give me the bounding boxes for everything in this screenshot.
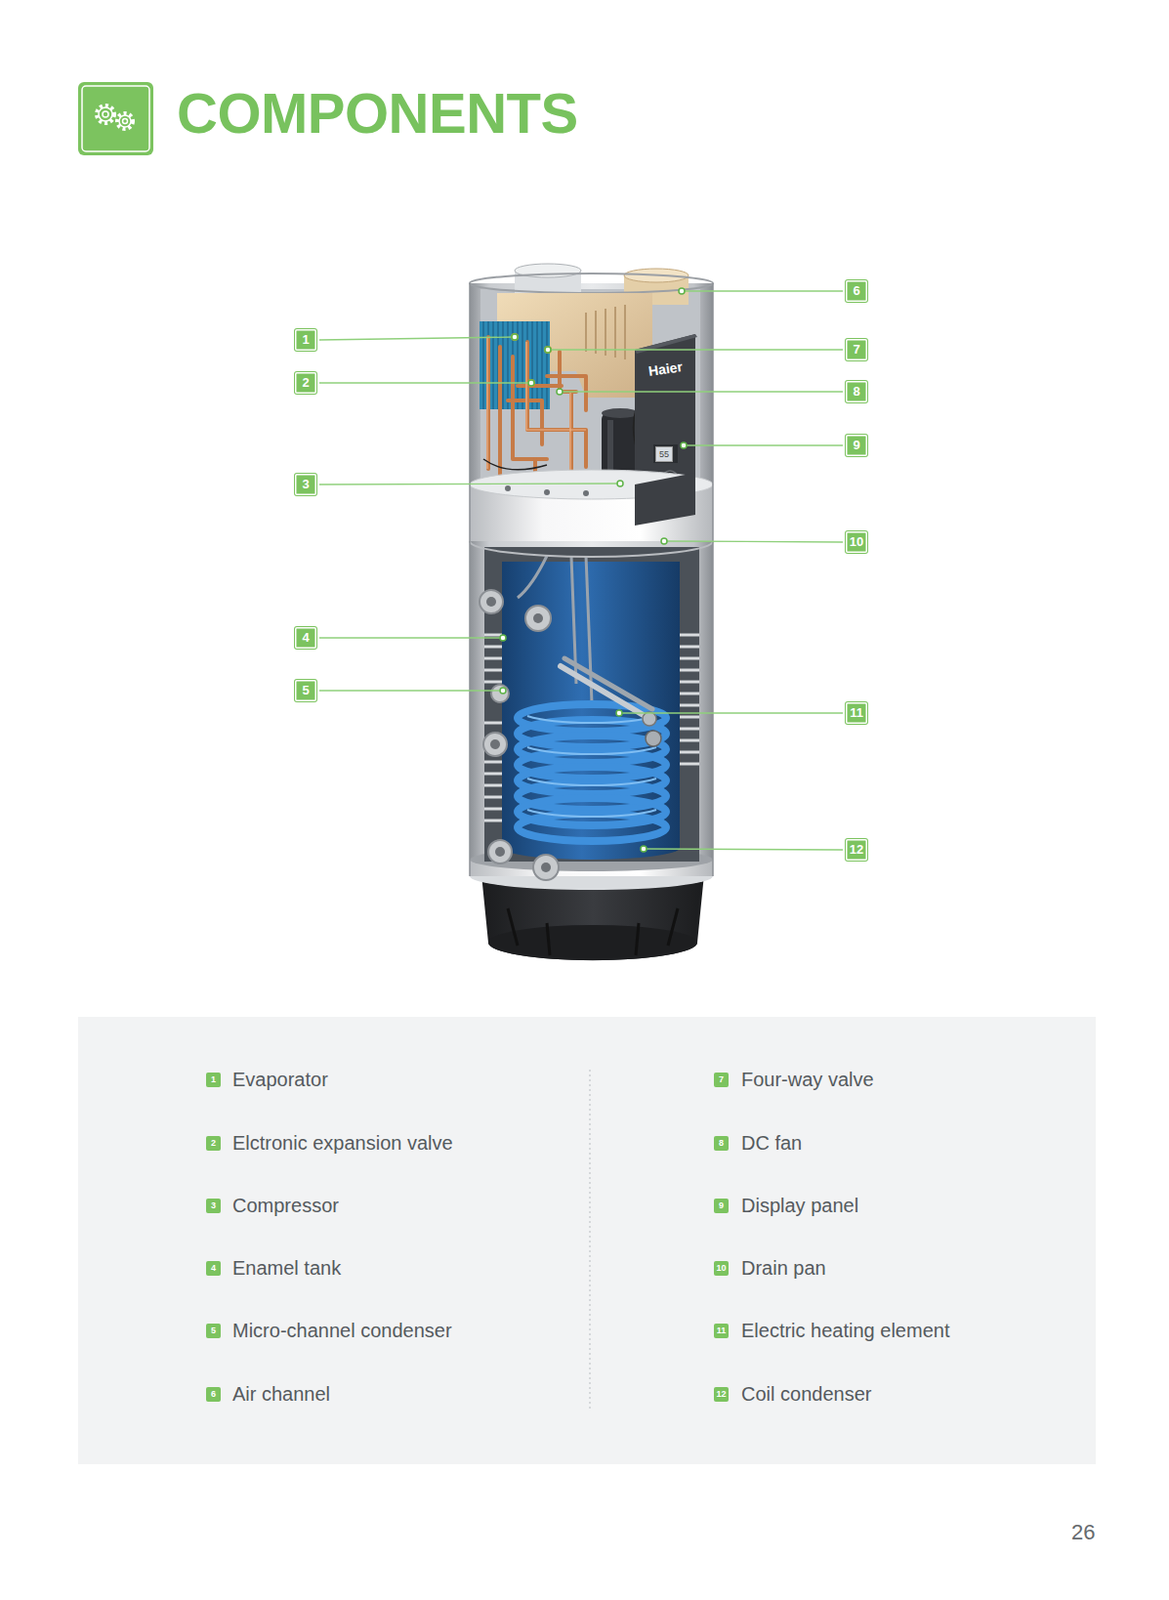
divider <box>589 1069 591 1411</box>
display-readout: 55 <box>655 446 673 462</box>
callout-number: 9 <box>845 434 868 457</box>
legend-panel <box>78 1016 1096 1464</box>
legend-number: 10 <box>713 1260 729 1276</box>
page-title: COMPONENTS <box>176 84 579 142</box>
leader-lines <box>319 291 843 850</box>
part-name: DC fan <box>741 1130 802 1155</box>
leader-dots <box>500 288 687 852</box>
part-name: Display panel <box>741 1193 859 1217</box>
part-name: Electric heating element <box>741 1318 950 1342</box>
callout-number: 3 <box>294 473 317 496</box>
legend-number: 11 <box>713 1323 729 1338</box>
callout-number: 10 <box>845 531 868 553</box>
callout-number: 8 <box>845 380 868 403</box>
brand-logo: Haier <box>647 358 684 379</box>
callout-number: 11 <box>845 702 868 724</box>
callout-number: 12 <box>845 838 868 861</box>
part-name: Coil condenser <box>741 1381 872 1406</box>
legend-number: 3 <box>206 1198 221 1213</box>
legend-number: 9 <box>713 1198 729 1213</box>
legend-number: 6 <box>206 1386 221 1402</box>
callout-number: 4 <box>294 626 317 649</box>
page-number: 26 <box>1071 1519 1095 1545</box>
title-icon <box>78 82 154 156</box>
part-name: Four-way valve <box>741 1067 875 1091</box>
part-name: Evaporator <box>232 1067 329 1091</box>
callout-number: 5 <box>294 679 317 702</box>
legend-number: 8 <box>713 1135 729 1151</box>
callout-number: 2 <box>294 372 317 394</box>
heat-pump <box>469 263 713 961</box>
legend-number: 2 <box>206 1135 221 1151</box>
part-name: Enamel tank <box>232 1255 341 1280</box>
callout-number: 6 <box>845 280 868 302</box>
legend-number: 1 <box>206 1072 221 1087</box>
part-name: Elctronic expansion valve <box>232 1130 454 1155</box>
part-name: Micro-channel condenser <box>232 1318 453 1342</box>
part-name: Drain pan <box>741 1255 827 1280</box>
part-name: Compressor <box>232 1193 339 1217</box>
legend-number: 4 <box>206 1260 221 1276</box>
legend-number: 7 <box>713 1072 729 1087</box>
legend-number: 5 <box>206 1323 221 1338</box>
callout-number: 7 <box>845 338 868 361</box>
part-name: Air channel <box>232 1381 331 1406</box>
legend-number: 12 <box>713 1386 729 1402</box>
callout-number: 1 <box>294 329 317 351</box>
